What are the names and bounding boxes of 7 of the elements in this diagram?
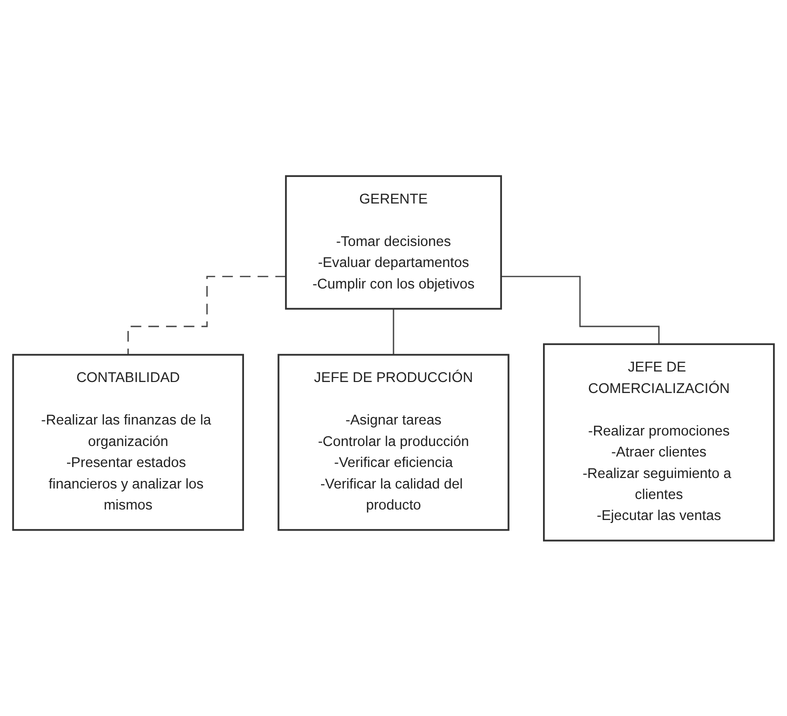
- node-box: GERENTE -Tomar decisiones -Evaluar departamentos -Cumplir con los objetivos: [285, 174, 502, 310]
- connector: [127, 276, 286, 356]
- connector: [501, 276, 660, 344]
- node-box: JEFE DE COMERCIALIZACIÓN -Realizar promociones -Atraer clientes -Realizar seguimiento a clientes -Ejecutar las ventas: [543, 342, 775, 542]
- node-box: CONTABILIDAD -Realizar las finanzas de la organización -Presentar estados financieros y analizar los mismos: [12, 354, 244, 530]
- connector: [392, 308, 394, 356]
- node-box: JEFE DE PRODUCCIÓN -Asignar tareas -Controlar la producción -Verificar eficiencia -Verificar la calidad del producto: [278, 354, 510, 530]
